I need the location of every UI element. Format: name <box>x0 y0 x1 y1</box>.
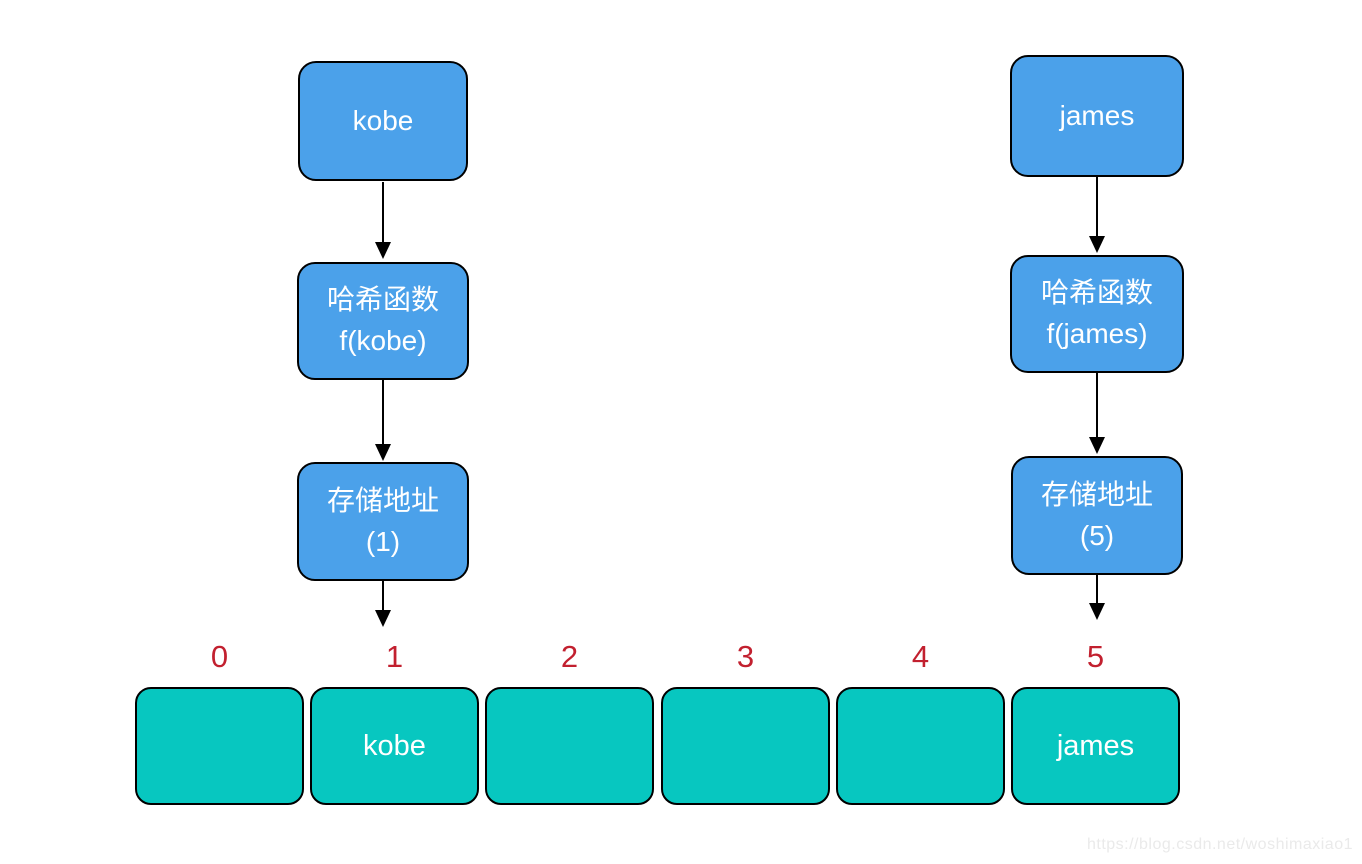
array-cell-5-value: james <box>1056 729 1135 762</box>
hash-function-james-line2: f(james) <box>1046 318 1148 349</box>
array-cell-4 <box>836 687 1005 805</box>
array-index-0: 0 <box>210 639 229 674</box>
array-cell-2 <box>485 687 654 805</box>
array-index-5: 5 <box>1086 639 1105 674</box>
arrow-down-icon <box>1096 373 1098 437</box>
storage-address-node-james: 存储地址 (5) <box>1011 456 1183 575</box>
hash-function-kobe-line2: f(kobe) <box>339 325 427 356</box>
storage-address-node-kobe: 存储地址 (1) <box>297 462 469 581</box>
arrow-down-icon <box>1096 177 1098 236</box>
key-node-kobe-label: kobe <box>352 104 414 136</box>
array-cell-1: kobe <box>310 687 479 805</box>
arrow-down-icon <box>382 182 384 242</box>
hash-function-kobe-line1: 哈希函数 <box>326 284 439 316</box>
array-cell-3 <box>661 687 830 805</box>
storage-address-james-line1: 存储地址 <box>1040 478 1153 510</box>
storage-address-james-line2: (5) <box>1079 519 1115 551</box>
arrow-down-icon <box>1096 575 1098 603</box>
storage-address-kobe-line1: 存储地址 <box>326 484 439 516</box>
key-node-kobe: kobe <box>298 61 468 181</box>
hash-function-node-kobe: 哈希函数 f(kobe) <box>297 262 469 380</box>
arrow-down-icon <box>382 581 384 610</box>
array-cell-5: james <box>1011 687 1180 805</box>
array-cell-0 <box>135 687 304 805</box>
arrow-down-icon <box>382 380 384 444</box>
storage-address-kobe-line2: (1) <box>365 525 401 557</box>
array-index-4: 4 <box>911 639 930 674</box>
hash-function-james-line1: 哈希函数 <box>1040 277 1153 309</box>
key-node-james-label: james <box>1059 99 1135 131</box>
array-index-1: 1 <box>385 639 404 674</box>
array-index-3: 3 <box>736 639 755 674</box>
hash-function-node-james: 哈希函数 f(james) <box>1010 255 1184 373</box>
array-cell-1-value: kobe <box>363 729 426 762</box>
watermark-text: https://blog.csdn.net/woshimaxiao1 <box>1086 836 1353 853</box>
array-index-2: 2 <box>560 639 579 674</box>
key-node-james: james <box>1010 55 1184 177</box>
